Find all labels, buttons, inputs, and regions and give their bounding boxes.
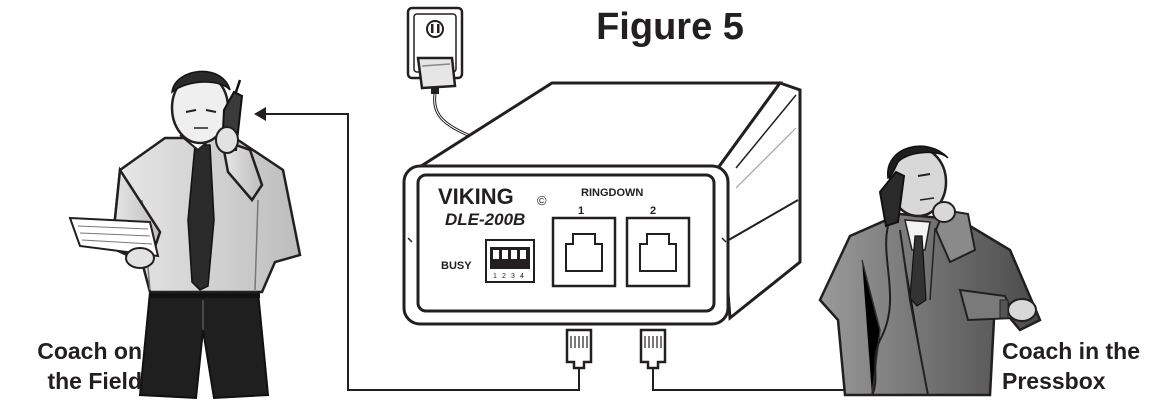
coach-in-pressbox-illustration [818,145,1042,397]
port-1-label: 1 [578,205,584,217]
device-brand: VIKING [438,184,514,209]
figure-title: Figure 5 [596,6,744,48]
dip-switch-number-1: 1 [493,273,497,280]
ringdown-jack-2[interactable] [625,216,691,288]
busy-dip-switch[interactable] [485,239,535,283]
caption-left-line-1: Coach on [37,338,142,364]
busy-label: BUSY [441,260,472,272]
rj11-plug-icon [565,328,593,370]
ringdown-jack-1[interactable] [551,216,617,288]
coach-on-field-illustration [68,70,302,400]
caption-right-line-1: Coach in the [1002,338,1141,364]
dip-switch-number-3: 3 [511,273,515,280]
power-adapter-icon [416,56,457,94]
caption-left-line-2: the Field [47,368,142,394]
dip-switch-number-4: 4 [520,273,524,280]
wire-to-pressbox-coach [652,368,851,391]
caption-coach-on-field: Coach on the Field [6,336,142,396]
rj11-plug-icon [639,328,667,370]
caption-coach-in-pressbox: Coach in the Pressbox [1002,336,1170,396]
port-2-label: 2 [650,205,656,217]
dip-switch-number-2: 2 [502,273,506,280]
device-brand-mark: © [537,193,547,208]
caption-right-line-2: Pressbox [1002,368,1106,394]
ringdown-label: RINGDOWN [581,187,643,199]
arrow-icon [254,107,266,121]
wire-to-field-coach [262,113,580,391]
device-model: DLE-200B [445,210,525,229]
